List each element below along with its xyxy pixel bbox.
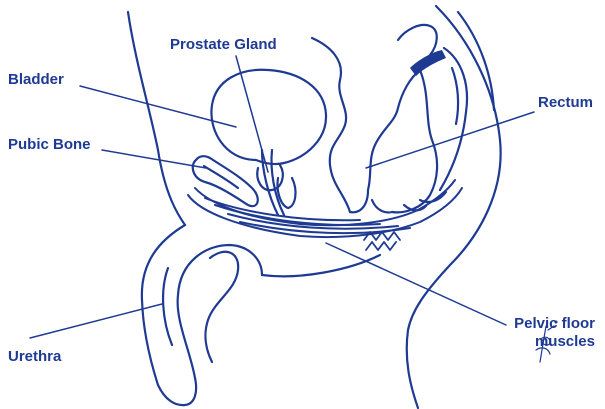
label-pelvic-floor-line1: Pelvic floor	[514, 315, 595, 333]
label-pubic-bone: Pubic Bone	[8, 136, 91, 154]
label-bladder: Bladder	[8, 71, 64, 89]
label-prostate-gland: Prostate Gland	[170, 36, 277, 54]
label-pelvic-floor-line2: muscles	[514, 333, 595, 351]
prostate-shape	[257, 150, 295, 215]
leader-urethra	[30, 304, 162, 338]
pubic-bone-shape	[193, 156, 258, 206]
rectum-shape	[312, 25, 467, 213]
label-rectum: Rectum	[538, 94, 593, 112]
leader-prostate	[236, 56, 268, 172]
rectal-band	[410, 50, 446, 76]
leader-pelvic-floor	[326, 243, 506, 325]
leader-pubic-bone	[102, 150, 206, 168]
label-pelvic-floor-muscles: Pelvic floor muscles	[514, 315, 595, 351]
bladder-shape	[211, 70, 326, 164]
label-urethra: Urethra	[8, 348, 61, 366]
